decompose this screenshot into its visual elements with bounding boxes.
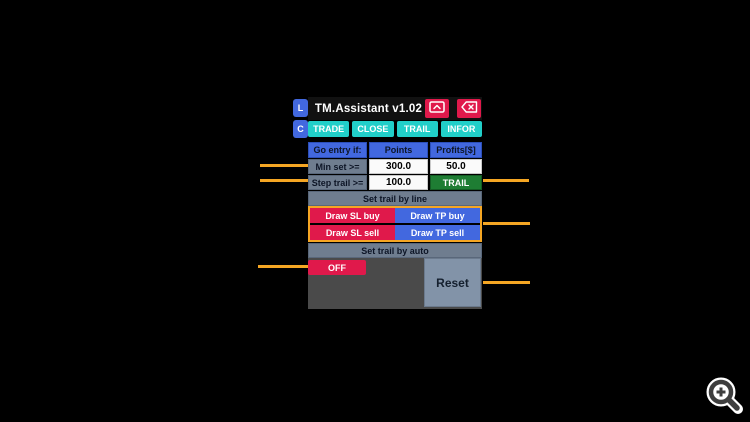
- min-set-points-field[interactable]: [369, 159, 428, 174]
- entry-table-header-row: Go entry if: Points Profits[$]: [308, 142, 482, 158]
- set-trail-by-line-header: Set trail by line: [308, 191, 482, 206]
- draw-tp-sell-button[interactable]: Draw TP sell: [395, 225, 480, 240]
- tab-trade[interactable]: TRADE: [308, 121, 350, 137]
- tab-infor[interactable]: INFOR: [440, 121, 482, 137]
- tm-assistant-panel: L C TM.Assistant v1.02: [293, 97, 482, 309]
- step-trail-row: Step trail >= TRAIL: [308, 175, 482, 190]
- panel-header: TM.Assistant v1.02: [308, 97, 482, 120]
- draw-buy-row: Draw SL buy Draw TP buy: [310, 208, 480, 223]
- draw-tp-buy-button[interactable]: Draw TP buy: [395, 208, 480, 223]
- min-set-label: Min set >=: [308, 159, 367, 174]
- draw-sl-sell-button[interactable]: Draw SL sell: [310, 225, 395, 240]
- chevron-up-box-icon: [429, 101, 445, 116]
- draw-sl-buy-button[interactable]: Draw SL buy: [310, 208, 395, 223]
- auto-trail-area: OFF Reset: [308, 258, 482, 309]
- step-trail-label: Step trail >=: [308, 175, 367, 190]
- draw-sell-row: Draw SL sell Draw TP sell: [310, 225, 480, 240]
- side-button-l[interactable]: L: [293, 99, 308, 117]
- zoom-in-icon[interactable]: [704, 377, 746, 419]
- delete-button[interactable]: [457, 99, 481, 118]
- min-set-row: Min set >=: [308, 159, 482, 174]
- annotation-line-off-left: [258, 265, 308, 268]
- annotation-line-draw-box-right: [483, 222, 530, 225]
- min-set-profits-field[interactable]: [430, 159, 482, 174]
- entry-header-condition: Go entry if:: [308, 142, 367, 158]
- annotation-line-min-set-left: [260, 164, 308, 167]
- entry-header-profits: Profits[$]: [430, 142, 482, 158]
- collapse-button[interactable]: [425, 99, 449, 118]
- auto-trail-off-button[interactable]: OFF: [308, 260, 366, 275]
- tab-close[interactable]: CLOSE: [352, 121, 394, 137]
- panel-title: TM.Assistant v1.02: [314, 102, 423, 115]
- backspace-icon: [460, 101, 478, 116]
- annotation-line-trail-right: [483, 179, 529, 182]
- step-trail-points-field[interactable]: [369, 175, 428, 190]
- draw-buttons-box: Draw SL buy Draw TP buy Draw SL sell Dra…: [308, 206, 482, 242]
- tab-trail[interactable]: TRAIL: [396, 121, 438, 137]
- tab-bar: TRADE CLOSE TRAIL INFOR: [308, 121, 482, 137]
- side-button-c[interactable]: C: [293, 120, 308, 138]
- annotation-line-reset-right: [483, 281, 530, 284]
- reset-button[interactable]: Reset: [424, 258, 481, 307]
- annotation-line-step-trail-left: [260, 179, 308, 182]
- trail-button[interactable]: TRAIL: [430, 175, 482, 190]
- set-trail-by-auto-header: Set trail by auto: [308, 243, 482, 258]
- entry-header-points: Points: [369, 142, 428, 158]
